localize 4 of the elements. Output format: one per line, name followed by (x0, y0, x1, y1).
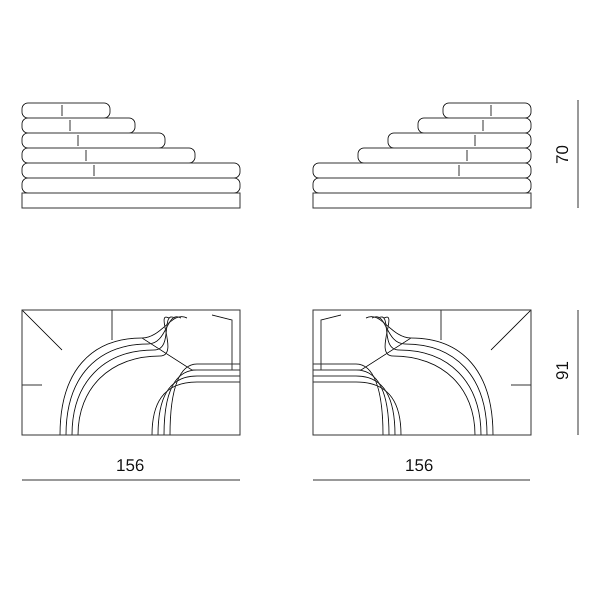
dimension-label: 156 (116, 457, 144, 474)
dimension-label: 156 (405, 457, 434, 474)
dimension-label: 91 (554, 361, 571, 380)
dimension-label: 70 (554, 145, 571, 164)
